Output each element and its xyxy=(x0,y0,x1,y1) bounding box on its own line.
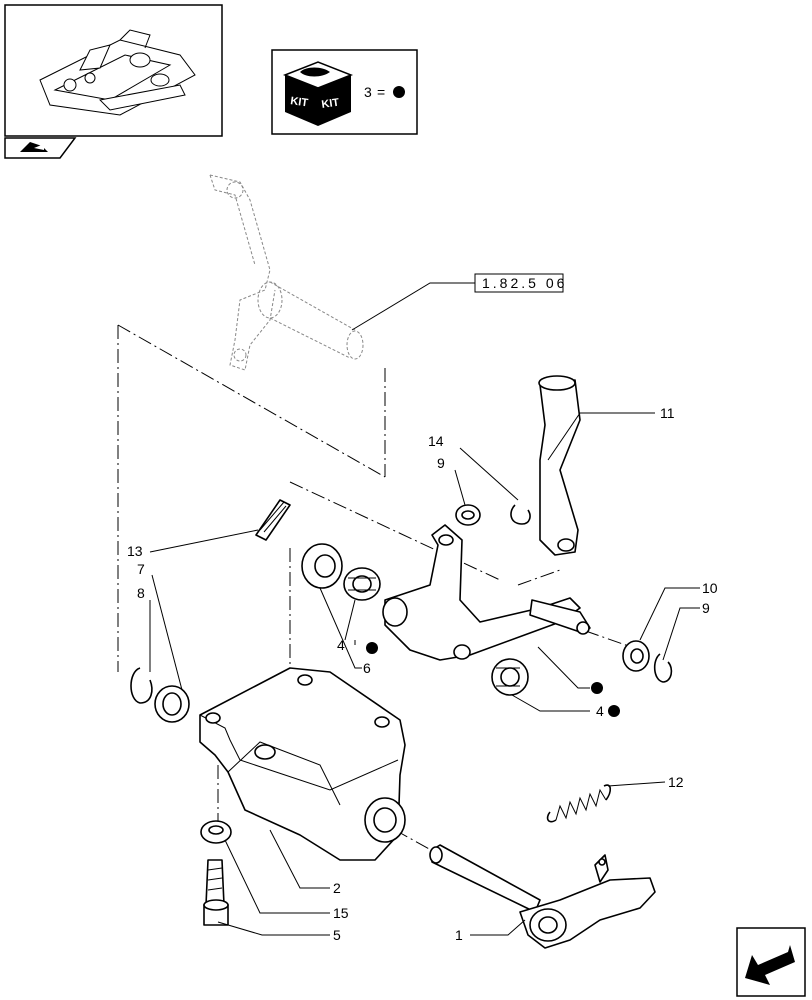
part-10-washer[interactable] xyxy=(622,640,650,672)
part-2-housing[interactable] xyxy=(199,667,406,861)
part-7-washer[interactable] xyxy=(154,685,190,723)
tractor-arrow-icon xyxy=(20,142,48,152)
part-1-shaft-lever[interactable] xyxy=(429,844,656,949)
part-14-clip[interactable] xyxy=(510,504,531,525)
reference-code: 1.82.5 06 xyxy=(482,275,567,291)
callout-9-lower: 9 xyxy=(702,600,710,616)
callout-7: 7 xyxy=(137,561,145,577)
part-13-pin[interactable] xyxy=(255,499,291,541)
kit-legend: KIT KIT 3 = xyxy=(271,49,418,135)
part-4-bearing-upper[interactable] xyxy=(343,567,381,601)
part-11-rod-end[interactable] xyxy=(538,375,581,556)
callout-5: 5 xyxy=(333,927,341,943)
arrow-down-left-icon xyxy=(745,945,795,985)
filled-dot-icon xyxy=(608,705,620,717)
part-5-bolt[interactable] xyxy=(203,859,229,926)
kit-label-left: KIT xyxy=(290,95,309,109)
callout-4-lower: 4 xyxy=(596,703,604,719)
kit-box-icon: KIT KIT xyxy=(282,61,354,126)
kit-markers xyxy=(366,642,620,717)
kit-legend-number: 3 xyxy=(364,84,372,100)
callout-12: 12 xyxy=(668,774,684,790)
callout-4-upper: 4 xyxy=(337,637,345,653)
callout-1: 1 xyxy=(455,927,463,943)
kit-legend-equals: = xyxy=(377,84,385,100)
part-9-clip-lower[interactable] xyxy=(653,653,673,683)
callout-9-upper: 9 xyxy=(437,455,445,471)
reference-label: 1.82.5 06 xyxy=(351,273,567,331)
part-15-washer[interactable] xyxy=(200,820,232,844)
part-4-bearing-lower[interactable] xyxy=(491,658,529,696)
callout-15: 15 xyxy=(333,905,349,921)
callout-13: 13 xyxy=(127,543,143,559)
construction-lines xyxy=(117,324,641,856)
callout-10: 10 xyxy=(702,580,718,596)
filled-dot-icon xyxy=(591,682,603,694)
filled-dot-icon xyxy=(366,642,378,654)
callout-8: 8 xyxy=(137,585,145,601)
part-6-seal[interactable] xyxy=(301,543,343,589)
part-12-spring[interactable] xyxy=(546,784,612,823)
callout-14: 14 xyxy=(428,433,444,449)
callout-6: 6 xyxy=(363,660,371,676)
part-8-clip[interactable] xyxy=(130,667,153,704)
leader-lines xyxy=(149,412,700,936)
section-nav-tab[interactable] xyxy=(4,137,77,159)
overview-thumbnail[interactable] xyxy=(4,4,223,137)
part-9-washer-upper[interactable] xyxy=(455,504,481,526)
thumbnail-assembly-drawing xyxy=(39,29,196,116)
callout-labels: 13 7 8 14 9 11 4 6 4 10 9 12 2 15 5 1 xyxy=(127,405,718,943)
reference-arm-ghost xyxy=(209,174,364,371)
filled-dot-icon xyxy=(393,86,405,98)
callout-11: 11 xyxy=(660,405,675,421)
kit-label-right: KIT xyxy=(321,97,340,111)
callout-2: 2 xyxy=(333,880,341,896)
central-lever[interactable] xyxy=(382,524,591,661)
next-page-button[interactable] xyxy=(736,927,806,997)
